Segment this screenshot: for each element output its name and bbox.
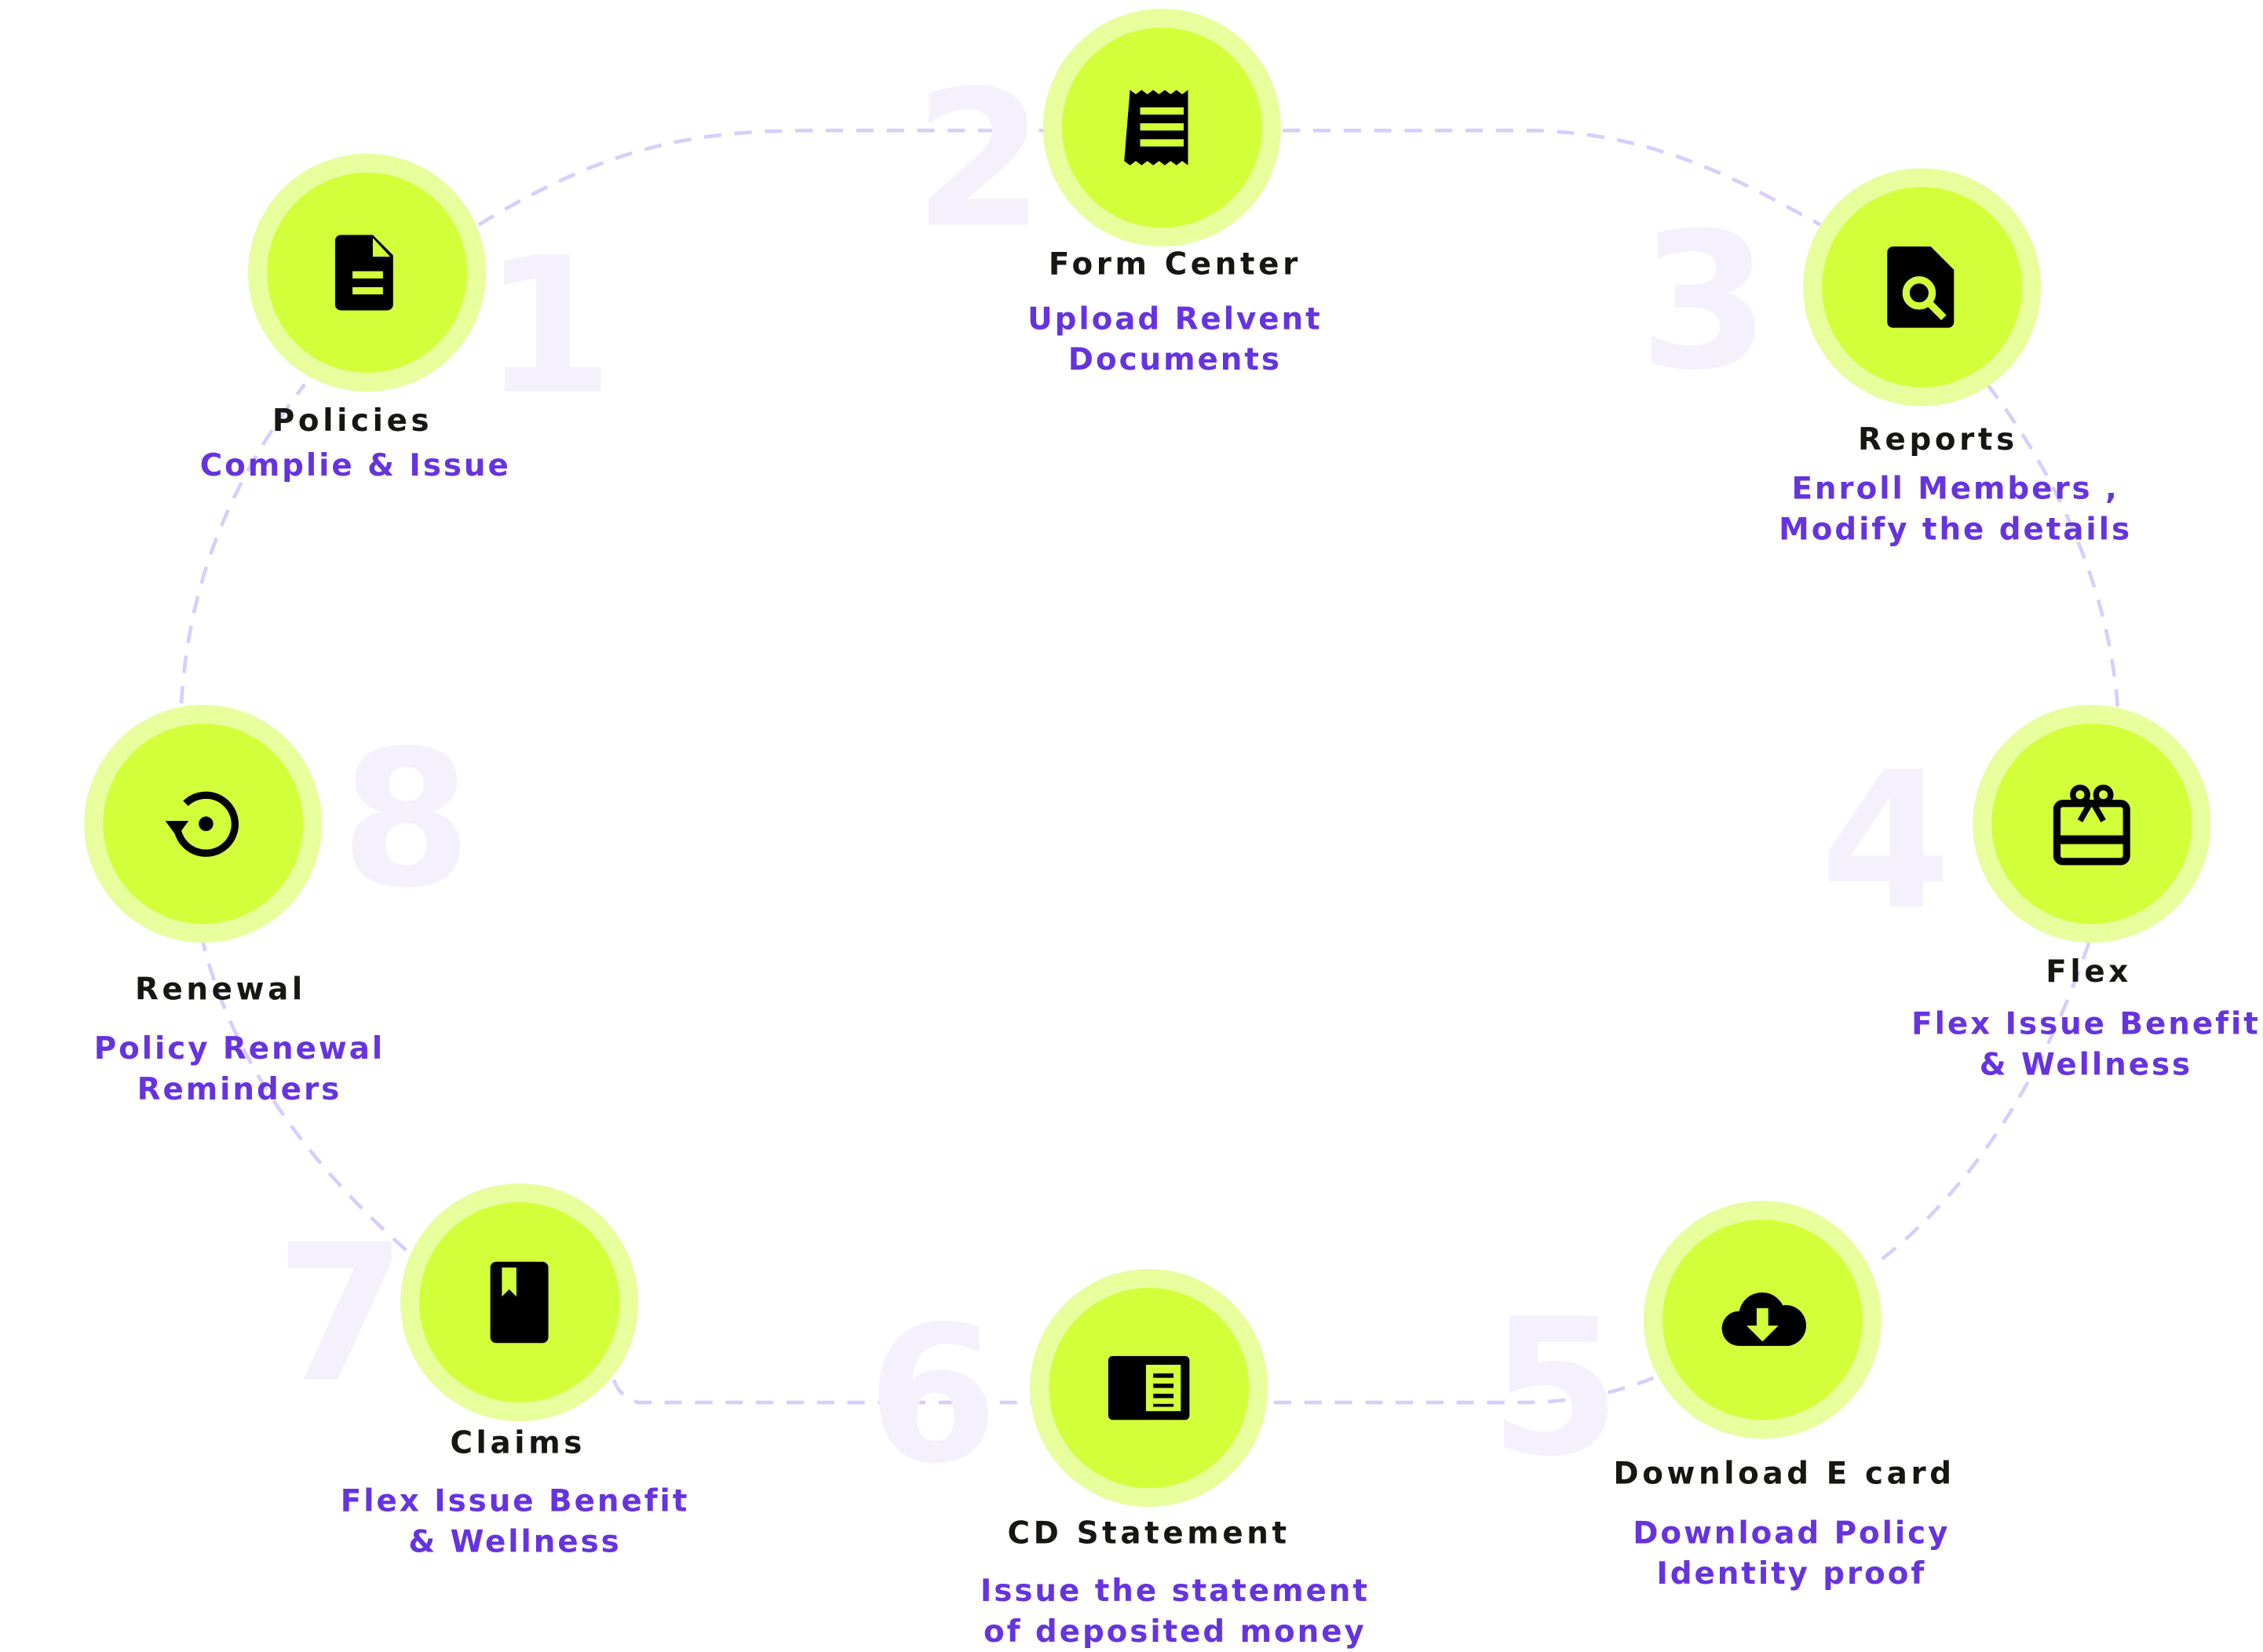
description-line: Upload Relvent bbox=[1027, 301, 1323, 337]
description-line: Complie & Issue bbox=[199, 448, 511, 483]
step-title: Claims bbox=[450, 1425, 586, 1461]
step-number: 7 bbox=[275, 1203, 407, 1424]
step-number: 3 bbox=[1638, 191, 1770, 412]
step-description: Complie & Issue bbox=[200, 445, 511, 486]
statement-icon bbox=[1108, 1355, 1190, 1420]
step-icon-circle bbox=[1662, 1220, 1863, 1420]
description-line: & Wellness bbox=[408, 1524, 622, 1559]
step-title: Reports bbox=[1858, 421, 2018, 458]
step-title: Renewal bbox=[134, 972, 306, 1007]
description-line: & Wellness bbox=[1979, 1047, 2193, 1082]
step-description: Flex Issue Benefit & Wellness bbox=[1911, 1004, 2261, 1085]
description-line: Flex Issue Benefit bbox=[1911, 1006, 2261, 1041]
bookmark-book-icon bbox=[490, 1261, 549, 1344]
step-icon-circle bbox=[1991, 724, 2192, 924]
step-icon-circle bbox=[1061, 27, 1262, 228]
step-number: 2 bbox=[913, 49, 1045, 270]
step-title: Form Center bbox=[1048, 246, 1301, 282]
description-line: Enroll Members , bbox=[1791, 471, 2119, 506]
step-node-renewal[interactable] bbox=[84, 705, 323, 943]
step-description: Enroll Members , Modify the details bbox=[1779, 469, 2132, 549]
receipt-icon bbox=[1124, 89, 1188, 166]
step-icon-circle bbox=[1822, 187, 2023, 388]
step-title: Policies bbox=[272, 403, 433, 439]
description-line: Download Policy bbox=[1633, 1515, 1951, 1551]
description-line: Policy Renewal bbox=[93, 1030, 385, 1067]
step-number: 1 bbox=[482, 216, 615, 437]
step-title: Download E card bbox=[1613, 1456, 1955, 1491]
cloud-download-icon bbox=[1721, 1292, 1807, 1346]
description-line: Documents bbox=[1068, 342, 1282, 377]
step-node-cd-statement[interactable] bbox=[1030, 1269, 1268, 1508]
step-icon-circle bbox=[103, 724, 304, 924]
step-number: 8 bbox=[340, 709, 473, 930]
step-icon-circle bbox=[267, 172, 468, 373]
step-node-form-center[interactable] bbox=[1042, 9, 1281, 247]
description-line: Reminders bbox=[137, 1071, 342, 1107]
step-icon-circle bbox=[1049, 1288, 1250, 1489]
step-description: Issue the statement of deposited money bbox=[980, 1570, 1370, 1651]
step-node-policies[interactable] bbox=[248, 153, 487, 392]
step-node-flex[interactable] bbox=[1973, 705, 2211, 943]
renewal-icon bbox=[165, 791, 239, 857]
step-description: Flex Issue Benefit & Wellness bbox=[341, 1481, 690, 1562]
step-number: 6 bbox=[867, 1285, 998, 1506]
file-search-icon bbox=[1887, 246, 1955, 328]
description-line: of deposited money bbox=[984, 1614, 1367, 1650]
gift-card-icon bbox=[2053, 784, 2130, 866]
description-line: Identity proof bbox=[1656, 1555, 1927, 1592]
step-node-download-e-card[interactable] bbox=[1643, 1201, 1882, 1439]
description-line: Modify the details bbox=[1779, 512, 2133, 547]
step-title: CD Statement bbox=[1007, 1515, 1290, 1551]
description-line: Issue the statement bbox=[980, 1574, 1370, 1609]
step-title: Flex bbox=[2046, 954, 2132, 990]
step-node-reports[interactable] bbox=[1803, 168, 2042, 407]
document-icon bbox=[334, 235, 393, 311]
step-number: 5 bbox=[1489, 1278, 1621, 1498]
step-node-claims[interactable] bbox=[400, 1183, 639, 1422]
step-number: 4 bbox=[1820, 731, 1951, 952]
description-line: Flex Issue Benefit bbox=[340, 1483, 690, 1519]
step-icon-circle bbox=[419, 1202, 620, 1403]
